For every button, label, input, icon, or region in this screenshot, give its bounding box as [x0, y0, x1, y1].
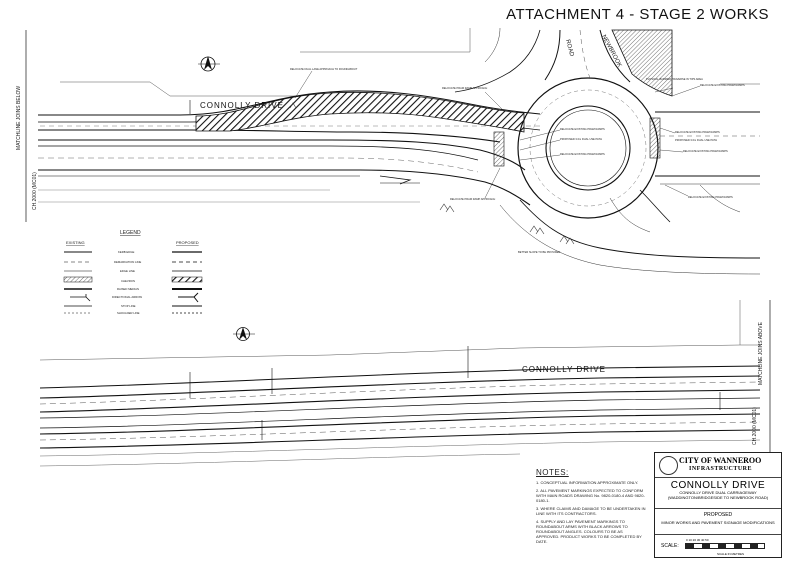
notes-section: NOTES: 1. CONCEPTUAL INFORMATION APPROXI… — [536, 468, 646, 547]
roundabout — [517, 77, 659, 219]
annotation-pram-ramps-1: RELOCATE EXISTING PRAM RAMPS — [560, 127, 605, 131]
legend-item: RAISED MEDIAN — [117, 287, 139, 291]
legend-title: LEGEND — [120, 230, 141, 236]
council-seal-icon — [659, 456, 678, 475]
bottom-road-name: CONNOLLY DRIVE — [522, 365, 606, 374]
chainage-label-right: CH.2000 (MC01) — [752, 407, 758, 445]
scale-bar — [685, 543, 765, 549]
matchline-label-right: MATCHLINE JOINS ABOVE — [758, 321, 764, 385]
legend-item: EDGE LINE — [120, 269, 135, 273]
title-block-org: CITY OF WANNEROO INFRASTRUCTURE — [655, 453, 781, 478]
notes-title: NOTES: — [536, 468, 569, 477]
note-item: 1. CONCEPTUAL INFORMATION APPROXIMATE ON… — [536, 480, 639, 485]
north-arrow-icon — [198, 56, 220, 72]
sheet-subtitle: MINOR WORKS AND PAVEMENT SIGNAGE MODIFIC… — [661, 520, 775, 525]
annotation-pram-ramps-3: RELOCATE EXISTING PRAM RAMPS — [700, 83, 745, 87]
top-plan — [25, 27, 761, 275]
annotation-better-slope: BETTER SLOPE TO BE PROVIDED — [518, 250, 560, 254]
legend-item: DEMARKATION LINE — [114, 260, 141, 264]
title-block-scale: SCALE: 0 10 20 30 40 50 SCALE IN METRES — [655, 535, 781, 561]
org-name: CITY OF WANNEROO — [679, 456, 762, 465]
legend-proposed-header: PROPOSED — [176, 240, 199, 245]
title-block: CITY OF WANNEROO INFRASTRUCTURE CONNOLLY… — [654, 452, 782, 558]
annotation-pram-ramps-5: RELOCATE EXISTING PRAM RAMPS — [683, 149, 728, 153]
annotation-dual-lane: RELOCATE DUAL LANE APPROACH TO ROUNDABOU… — [290, 67, 358, 71]
north-arrow-icon — [233, 327, 255, 341]
attachment-title: ATTACHMENT 4 - STAGE 2 WORKS — [506, 6, 769, 23]
annotation-leaders — [294, 70, 701, 199]
legend-symbols — [63, 251, 203, 314]
sheet-title: PROPOSED — [703, 512, 733, 518]
cross-road-label-2: ROAD — [564, 39, 574, 58]
property-boundary — [60, 81, 300, 97]
scale-label: SCALE: — [661, 543, 679, 549]
bottom-plan — [39, 300, 771, 467]
annotation-pram-approach-north: RELOCATE PRAM RAMP APPROACH — [442, 86, 487, 90]
annotation-physical-barrier: PHYSICAL BARRIER TRAVERSE IN TIPS AREA — [646, 77, 703, 81]
project-title: CONNOLLY DRIVE — [670, 480, 766, 491]
legend-item: DIRECTIONAL ARROW — [112, 295, 142, 299]
annotation-pram-ramps-6: RELOCATE EXISTING PRAM RAMPS — [688, 195, 733, 199]
legend-item: CHEVRON — [121, 279, 135, 283]
pedestrian-crossing — [493, 117, 661, 167]
scale-unit: SCALE IN METRES — [717, 552, 745, 556]
vegetation-marks — [289, 102, 575, 245]
legend-item: SHOULDER LINE — [117, 311, 140, 315]
note-item: 4. SUPPLY AND LAY PAVEMENT MARKINGS TO R… — [536, 519, 642, 544]
legend-item: STOP LINE — [121, 304, 136, 308]
legend-existing-header: EXISTING — [66, 240, 85, 245]
annotation-pram-approach-south: RELOCATE PRAM RAMP APPROACH — [450, 197, 495, 201]
title-block-project: CONNOLLY DRIVE CONNOLLY DRIVE DUAL CARRI… — [655, 480, 781, 509]
annotation-dual-use-path-1: PROPOSED 3.0m DUAL USE PATH — [560, 137, 602, 141]
title-block-sheet: PROPOSED MINOR WORKS AND PAVEMENT SIGNAG… — [655, 512, 781, 535]
hatched-island — [611, 29, 673, 97]
note-item: 2. ALL PAVEMENT MARKINGS EXPECTED TO CON… — [536, 488, 645, 503]
project-subtitle-2: (WADDINGTON/BRIDGESIDE TO NEWBROOK ROAD) — [667, 494, 769, 500]
annotation-pram-ramps-4: RELOCATE EXISTING PRAM RAMPS — [675, 130, 720, 134]
scale-ticks: 0 10 20 30 40 50 — [686, 538, 709, 542]
annotation-dual-use-path-2: PROPOSED 3.0m DUAL USE PATH — [675, 138, 717, 142]
top-road-name: CONNOLLY DRIVE — [200, 101, 284, 110]
project-subtitle: CONNOLLY DRIVE DUAL CARRIAGEWAY — [679, 490, 757, 495]
legend-item: KERB EDGE — [118, 250, 134, 254]
north-kerb-outer — [38, 90, 541, 116]
matchline-label-left: MATCHLINE JOINS BELOW — [16, 86, 22, 150]
chainage-label-left: CH.2000 (MC01) — [32, 172, 38, 210]
annotation-pram-ramps-2: RELOCATE EXISTING PRAM RAMPS — [560, 152, 605, 156]
org-subtitle: INFRASTRUCTURE — [689, 466, 753, 472]
note-item: 3. WHERE CLAIMS AND DAMAGE TO BE UNDERTA… — [536, 506, 646, 516]
proposed-dual-lane-approach — [195, 91, 525, 133]
